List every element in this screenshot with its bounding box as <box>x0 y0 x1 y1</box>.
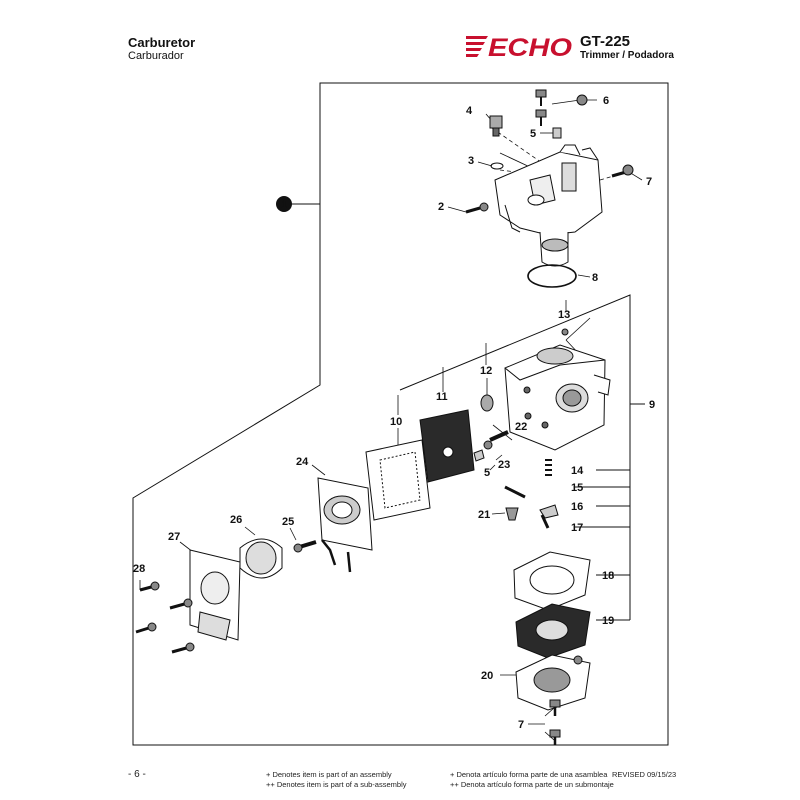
primer-bracket <box>189 549 241 641</box>
carburetor-body <box>504 344 611 451</box>
callout-16: 16 <box>571 501 583 513</box>
callout-17: 17 <box>571 522 583 534</box>
model-number: GT-225 <box>580 33 631 50</box>
callout-26: 26 <box>230 514 242 526</box>
assembly-bracket-line <box>132 82 669 746</box>
callout-21: 21 <box>478 509 490 521</box>
revision-date: REVISED 09/15/23 <box>612 770 677 779</box>
callout-25: 25 <box>282 516 294 528</box>
callout-27: 27 <box>168 531 180 543</box>
callout-7: 7 <box>646 176 652 188</box>
callout-14: 14 <box>571 465 584 477</box>
callout-9: 9 <box>649 399 655 411</box>
page-subtitle: Carburador <box>128 50 184 62</box>
callout-20: 20 <box>481 670 493 682</box>
callout-18: 18 <box>602 570 614 582</box>
callout-4: 4 <box>466 105 473 117</box>
callout-6: 6 <box>603 95 609 107</box>
footnote-english: + Denotes item is part of an assembly ++… <box>266 770 406 790</box>
callout-23: 23 <box>498 459 510 471</box>
footnote-es-assembly: + Denota artículo forma parte de una asa… <box>450 770 608 779</box>
callout-11: 11 <box>436 391 448 403</box>
small-parts <box>473 328 569 529</box>
footnote-en-assembly: + Denotes item is part of an assembly <box>266 770 392 779</box>
callout-28: 28 <box>133 563 145 575</box>
logo-wordmark: ECHO <box>488 34 573 58</box>
callout-22: 22 <box>515 421 527 433</box>
assembly-number: 1 <box>281 199 287 211</box>
echo-logo: ECHO <box>466 34 573 58</box>
footnote-es-subassembly: ++ Denota artículo forma parte de un sub… <box>450 780 614 789</box>
callout-13: 13 <box>558 309 570 321</box>
callout-10: 10 <box>390 416 402 428</box>
gaskets-left <box>365 409 475 521</box>
primer-parts <box>239 538 317 579</box>
callout-8: 8 <box>592 272 598 284</box>
callout-5: 5 <box>530 128 536 140</box>
callout-7b: 7 <box>518 719 524 731</box>
callout-2: 2 <box>438 201 444 213</box>
assembly-badge <box>276 196 292 212</box>
page-title: Carburetor <box>128 35 196 50</box>
page-number: - 6 - <box>128 769 146 780</box>
callout-24: 24 <box>296 456 309 468</box>
top-screws <box>465 89 634 214</box>
logo-speed-stripes <box>466 36 488 57</box>
callout-12: 12 <box>480 365 492 377</box>
footnote-en-subassembly: ++ Denotes item is part of a sub-assembl… <box>266 780 407 789</box>
model-description: Trimmer / Podadora <box>580 50 674 61</box>
lower-stack <box>513 551 591 711</box>
bracket-screws <box>135 581 195 654</box>
upper-housing <box>494 144 603 267</box>
o-ring <box>527 264 577 288</box>
callout-19: 19 <box>602 615 614 627</box>
callout-5b: 5 <box>484 467 490 479</box>
pump-cover <box>317 477 373 573</box>
subassembly-bracket-line <box>399 294 631 620</box>
bottom-screws <box>549 699 561 745</box>
callout-3: 3 <box>468 155 474 167</box>
footnote-spanish: + Denota artículo forma parte de una asa… <box>450 770 614 790</box>
callout-15: 15 <box>571 482 583 494</box>
